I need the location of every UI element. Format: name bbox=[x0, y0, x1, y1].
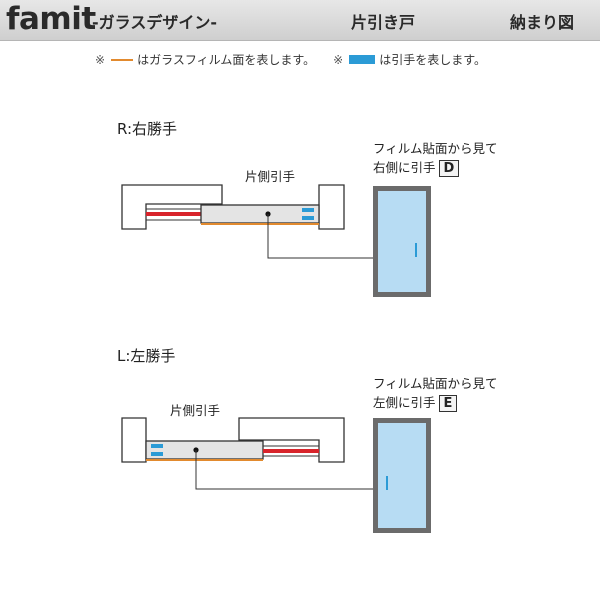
header-bar: famit -ガラスデザイン- 片引き戸 納まり図 bbox=[0, 0, 600, 41]
legend-film-text: はガラスフィルム面を表します。 bbox=[137, 53, 316, 67]
door-panel bbox=[145, 440, 264, 460]
left-hand-section bbox=[121, 417, 431, 533]
leader-line bbox=[267, 214, 373, 259]
left-view-text: 左側に引手 bbox=[373, 395, 436, 410]
wall-profile bbox=[318, 184, 345, 230]
right-view-line-1: フィルム貼面から見て bbox=[373, 141, 498, 156]
handle-swatch bbox=[349, 55, 376, 64]
right-view-text: 右側に引手 bbox=[373, 160, 436, 175]
left-view-code: E bbox=[438, 395, 458, 412]
door-glass bbox=[378, 191, 426, 292]
right-hand-title: R:右勝手 bbox=[117, 120, 178, 138]
section-title: 納まり図 bbox=[510, 13, 575, 32]
handle-mark bbox=[151, 444, 163, 448]
left-view-line-1: フィルム貼面から見て bbox=[373, 376, 498, 391]
right-handle-label: 片側引手 bbox=[245, 169, 296, 184]
legend-handle-text: は引手を表します。 bbox=[379, 53, 487, 67]
note-mark: ※ bbox=[333, 52, 344, 67]
door-panel bbox=[200, 204, 320, 224]
leader-line bbox=[195, 450, 373, 490]
note-mark: ※ bbox=[95, 52, 106, 67]
door-glass bbox=[378, 423, 426, 528]
rail bbox=[263, 449, 319, 453]
series-title: -ガラスデザイン- bbox=[92, 13, 217, 32]
film-line-swatch bbox=[111, 58, 134, 61]
legend: ※ はガラスフィルム面を表します。 ※ は引手を表します。 bbox=[95, 51, 486, 68]
wall-profile bbox=[238, 417, 345, 463]
handle-mark bbox=[302, 208, 314, 212]
wall-profile bbox=[121, 184, 223, 230]
rail bbox=[146, 212, 201, 216]
handle-mark bbox=[302, 216, 314, 220]
handle-mark bbox=[151, 452, 163, 456]
left-handle-label: 片側引手 bbox=[170, 403, 221, 418]
right-view-code: D bbox=[438, 160, 460, 177]
brand-logo: famit bbox=[6, 1, 96, 37]
right-hand-section bbox=[121, 184, 431, 297]
left-hand-title: L:左勝手 bbox=[117, 347, 176, 365]
wall-profile bbox=[121, 417, 147, 463]
door-type-title: 片引き戸 bbox=[351, 13, 416, 32]
